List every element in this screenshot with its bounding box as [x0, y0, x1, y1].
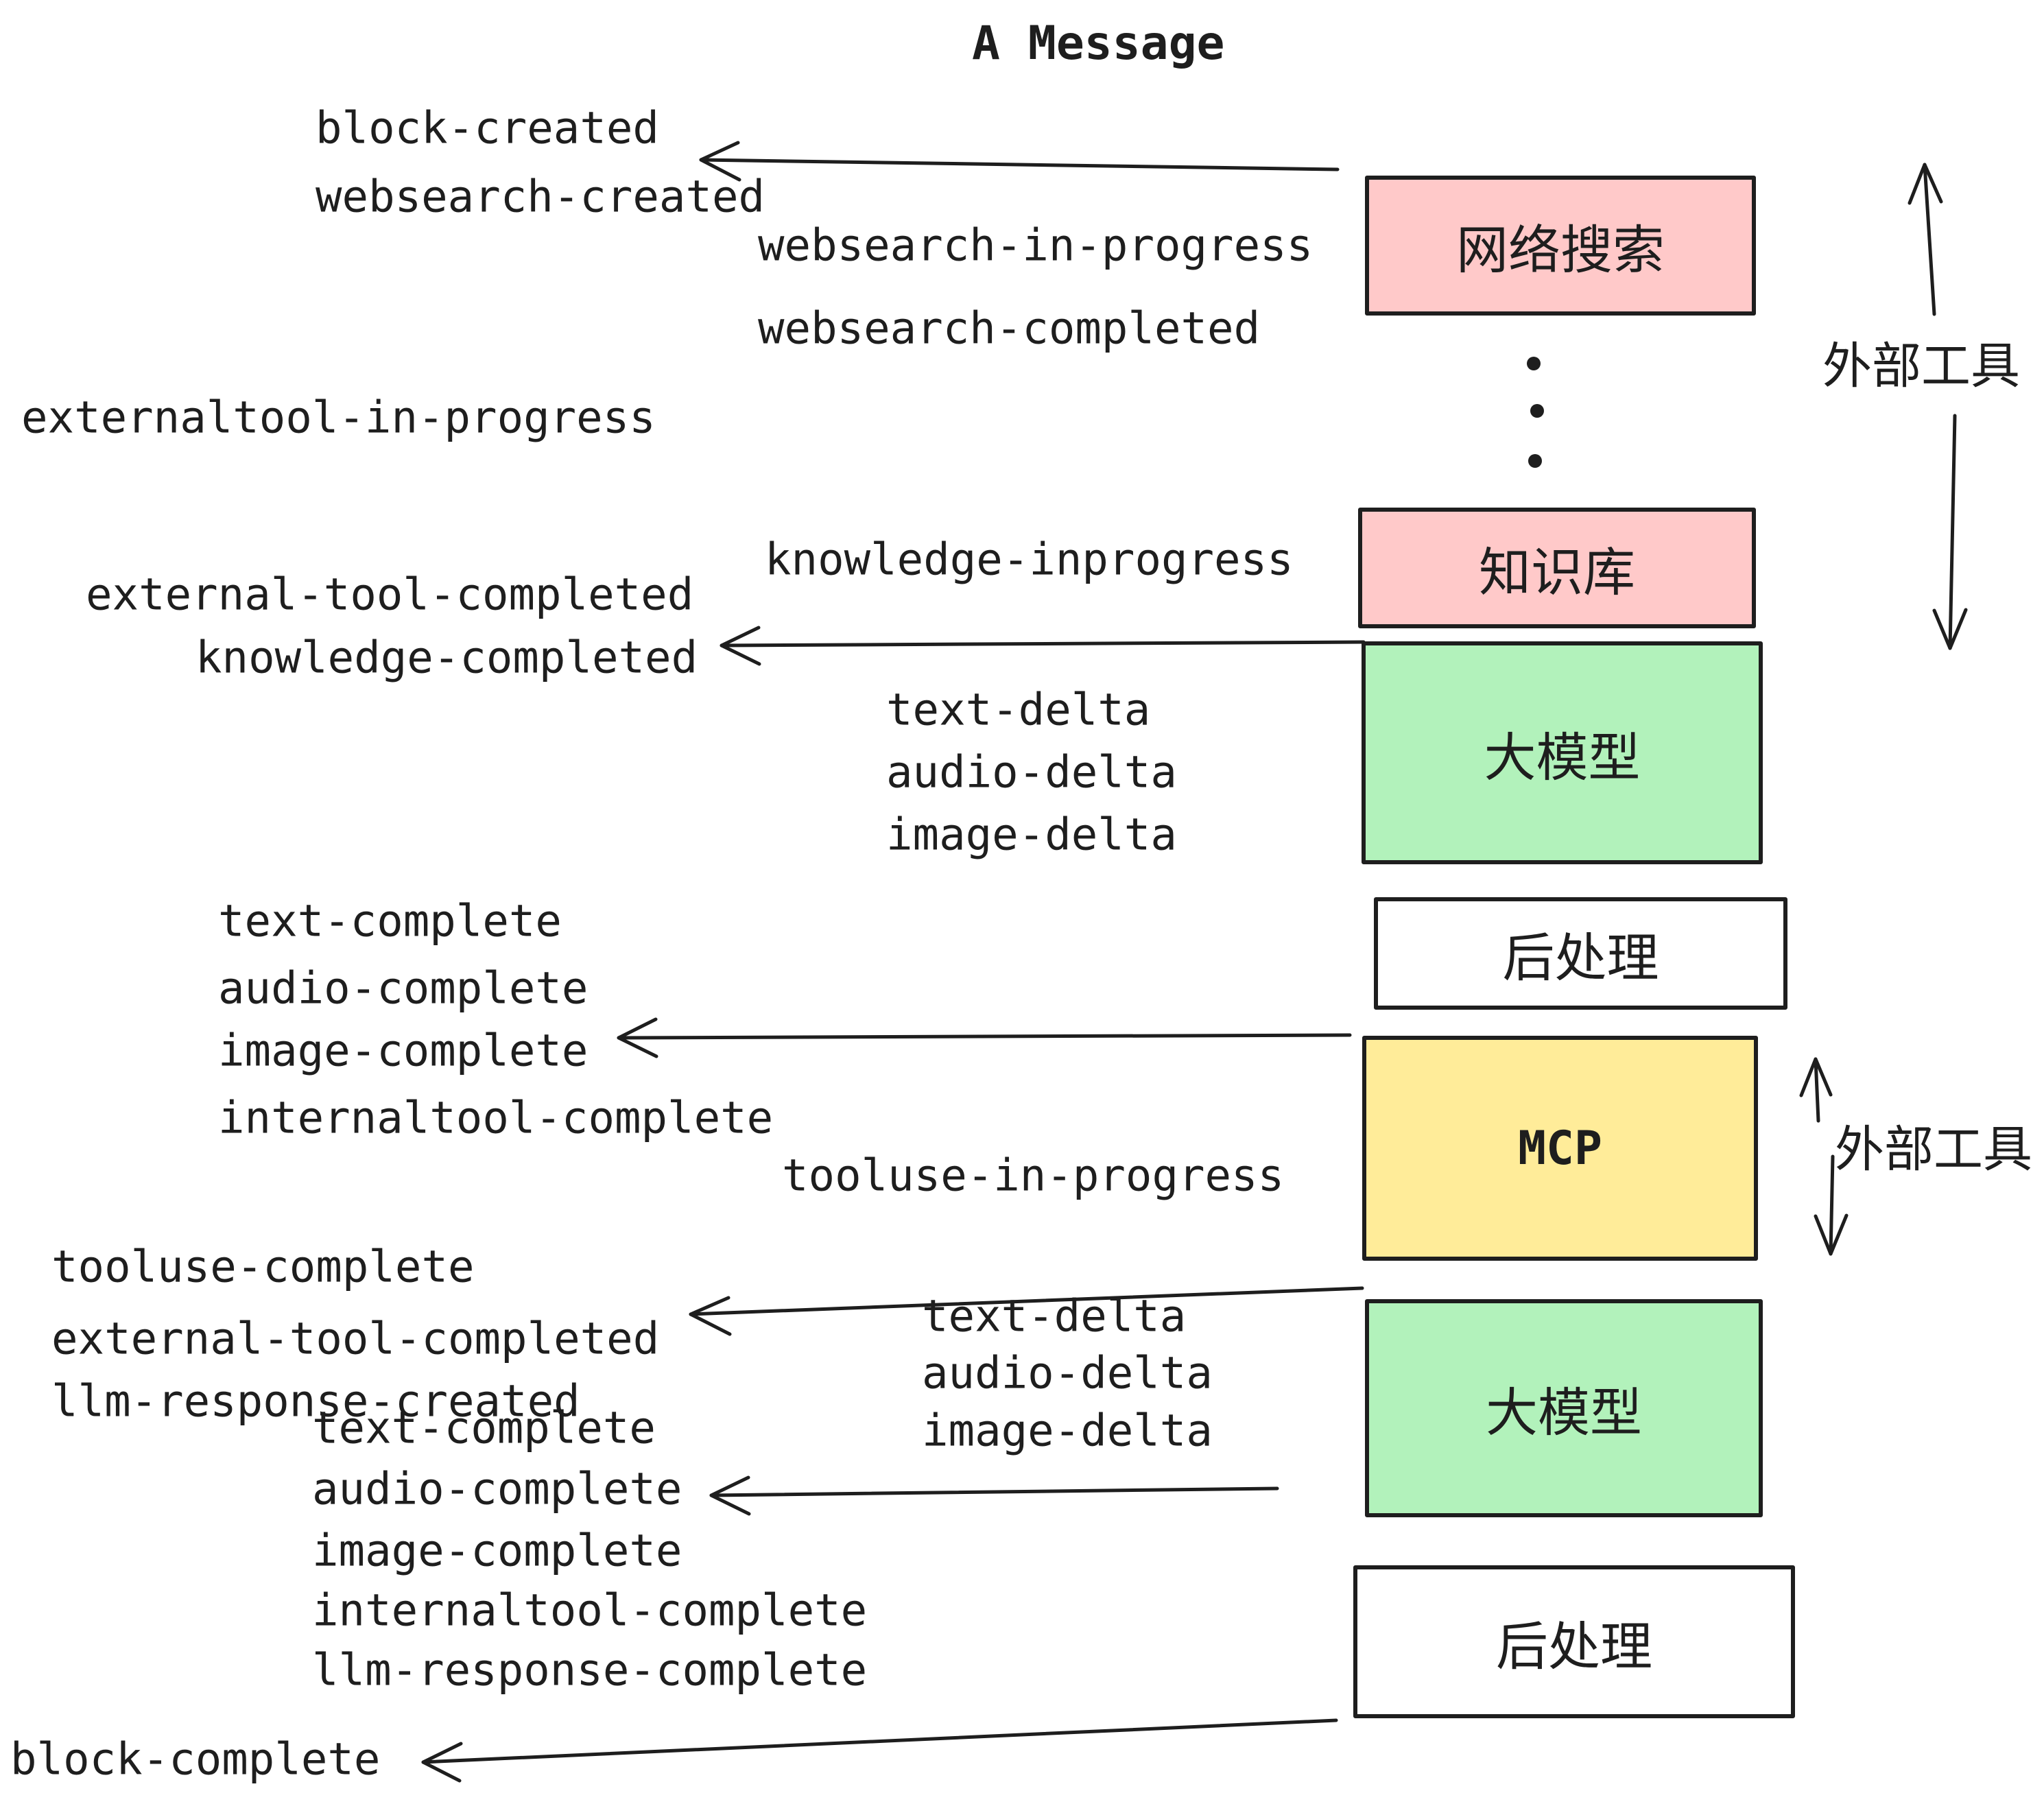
event-tooluse-complete: tooluse-complete [51, 1242, 475, 1293]
event-websearch-created: websearch-created [316, 171, 765, 223]
event-internaltool-complete-1: internaltool-complete [218, 1093, 774, 1144]
event-text-delta-2: text-delta [922, 1291, 1187, 1342]
node-llm-2: 大模型 [1365, 1299, 1763, 1517]
event-websearch-completed: websearch-completed [758, 303, 1261, 355]
event-knowledge-inprogress: knowledge-inprogress [765, 534, 1294, 586]
event-externaltool-in-progress: externaltool-in-progress [21, 392, 656, 444]
event-external-tool-completed: external-tool-completed [86, 569, 694, 621]
event-text-delta-1: text-delta [886, 685, 1151, 736]
arrow-post2-to-block-complete [421, 1718, 1338, 1783]
event-image-complete-2: image-complete [312, 1526, 682, 1577]
event-image-delta-1: image-delta [886, 809, 1177, 861]
event-knowledge-completed: knowledge-completed [195, 632, 698, 684]
event-block-created: block-created [316, 103, 659, 154]
node-llm-1-label: 大模型 [1484, 728, 1641, 787]
node-knowledge-base: 知识库 [1358, 508, 1756, 628]
node-postprocess-2: 后处理 [1353, 1565, 1795, 1718]
node-knowledge-base-label: 知识库 [1479, 544, 1635, 602]
event-internaltool-complete-2: internaltool-complete [312, 1585, 868, 1637]
external-tools-annotation-1: 外部工具 [1822, 339, 2021, 394]
node-mcp: MCP [1362, 1036, 1758, 1261]
event-audio-delta-2: audio-delta [922, 1348, 1213, 1399]
ellipsis-dots [1527, 357, 1544, 468]
node-mcp-label: MCP [1518, 1121, 1602, 1176]
event-text-complete-1: text-complete [218, 896, 562, 947]
event-external-tool-completed-2: external-tool-completed [51, 1314, 660, 1365]
node-postprocess-1: 后处理 [1374, 897, 1787, 1010]
event-block-complete: block-complete [10, 1734, 381, 1785]
event-audio-complete-1: audio-complete [218, 963, 589, 1014]
arrow-llm1-to-completed-events [720, 626, 1366, 666]
event-llm-response-created: llm-response-created [51, 1376, 580, 1427]
external-tools-down-arrow-2 [1814, 1154, 1849, 1256]
external-tools-annotation-2: 外部工具 [1835, 1122, 2033, 1178]
node-websearch-label: 网络搜索 [1456, 222, 1665, 280]
diagram-title: A Message [972, 16, 1225, 71]
node-llm-2-label: 大模型 [1486, 1384, 1642, 1443]
event-text-complete-2: text-complete [312, 1403, 656, 1454]
event-llm-response-complete: llm-response-complete [312, 1645, 868, 1696]
node-websearch: 网络搜索 [1365, 176, 1756, 316]
external-tools-up-arrow-1 [1908, 163, 1943, 316]
arrow-post1-to-complete-events [617, 1017, 1352, 1058]
external-tools-down-arrow-1 [1932, 414, 1968, 650]
event-image-delta-2: image-delta [922, 1405, 1213, 1457]
event-websearch-in-progress: websearch-in-progress [758, 220, 1314, 272]
external-tools-up-arrow-2 [1799, 1057, 1833, 1123]
arrow-llm2-to-complete-events [709, 1475, 1279, 1516]
node-postprocess-1-label: 后处理 [1502, 929, 1659, 988]
event-image-complete-1: image-complete [218, 1025, 589, 1077]
arrow-llm2-to-tooluse-events [689, 1286, 1364, 1336]
event-tooluse-in-progress: tooluse-in-progress [782, 1150, 1285, 1202]
arrow-websearch-to-created-events [699, 141, 1340, 182]
node-postprocess-2-label: 后处理 [1496, 1617, 1652, 1676]
node-llm-1: 大模型 [1362, 641, 1763, 864]
event-audio-delta-1: audio-delta [886, 747, 1177, 798]
event-audio-complete-2: audio-complete [312, 1464, 682, 1515]
